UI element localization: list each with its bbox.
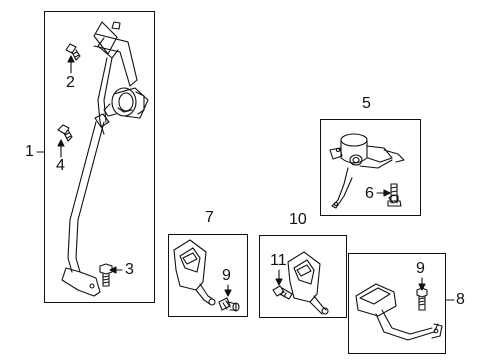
callout-5: 5 [362,95,371,112]
callout-6: 6 [365,185,374,202]
frame-buckle-center [259,235,347,318]
frame-front-belt-assembly [44,11,155,303]
callout-7: 7 [205,209,214,226]
callout-11: 11 [270,252,287,269]
callout-1: 1 [25,143,34,160]
frame-buckle-right [348,253,446,354]
callout-10: 10 [289,211,307,228]
callout-9b: 9 [416,260,425,277]
callout-9a: 9 [222,267,231,284]
callout-4: 4 [56,157,65,174]
callout-2: 2 [66,74,75,91]
callout-3: 3 [125,261,134,278]
frame-buckle-left [168,234,248,317]
frame-retractor-assembly [320,119,421,216]
callout-8: 8 [456,291,465,308]
